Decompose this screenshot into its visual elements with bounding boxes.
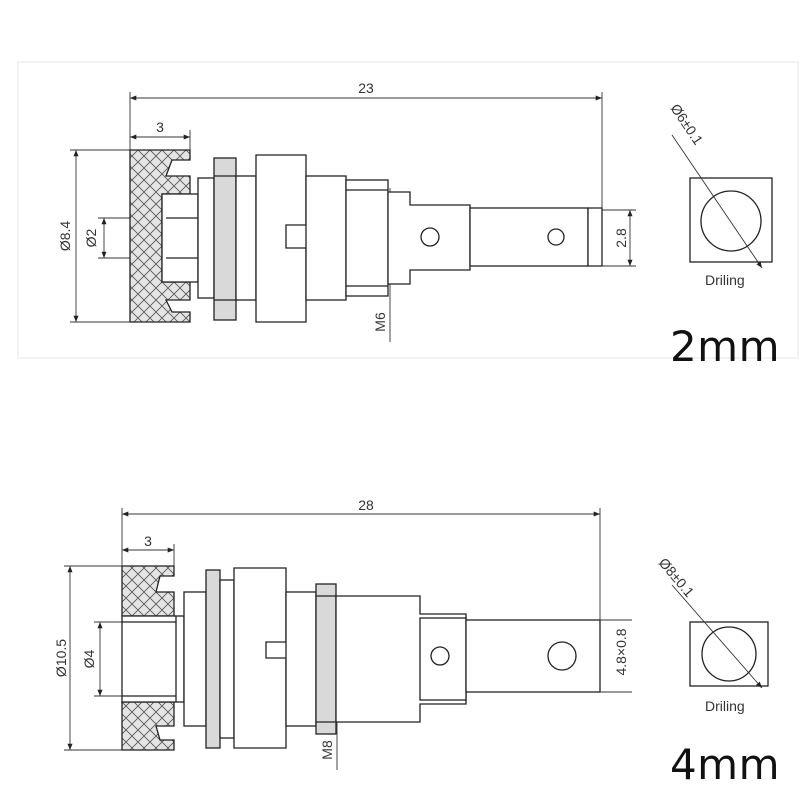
drilling-label: Driling: [705, 698, 745, 714]
solder-tab: [469, 207, 589, 267]
slotted-nut: [233, 567, 287, 749]
technical-drawing-2mm: 23 3 Ø8.4 Ø2: [17, 61, 799, 359]
drilling-label: Driling: [705, 272, 745, 288]
insulator-head: [121, 565, 185, 751]
bore-diameter-label: Ø2: [83, 228, 99, 247]
washer-disk-1: [205, 569, 221, 749]
panel-square: [689, 177, 773, 263]
threaded-section: [345, 179, 389, 297]
overall-length-label: 23: [358, 80, 374, 96]
tab-base: [419, 617, 467, 701]
tab-hole-1: [420, 227, 440, 247]
drill-diameter-leader: [671, 584, 763, 689]
drill-hole-circle: [701, 626, 757, 682]
drill-hole-circle: [700, 190, 762, 252]
drilling-view: Ø6±0.1 Driling: [668, 101, 773, 288]
overall-length-label: 28: [358, 497, 374, 513]
drawing-4mm: 28 3 Ø10.5 Ø4: [0, 400, 800, 800]
insulator-head: [129, 149, 199, 323]
thread-label: M6: [372, 312, 388, 332]
drilling-view: Ø8±0.1 Driling: [656, 555, 769, 714]
drawing-frame: [17, 61, 799, 359]
tab-hole-1: [430, 646, 450, 666]
tab-hole-2: [547, 641, 577, 671]
slotted-nut: [255, 154, 307, 323]
spacer: [235, 175, 257, 301]
head-width-label: 3: [156, 119, 164, 135]
drilling-diameter-label: Ø8±0.1: [656, 555, 698, 601]
thread-label: M8: [319, 740, 335, 760]
drawing-2mm: 23 3 Ø8.4 Ø2: [17, 61, 799, 371]
drilling-diameter-label: Ø6±0.1: [668, 101, 707, 148]
size-label-2mm: 2mm: [669, 322, 780, 371]
neck: [183, 591, 207, 727]
spacer: [219, 579, 235, 739]
bore-diameter-label: Ø4: [81, 649, 97, 668]
neck: [197, 177, 215, 299]
body-shaft: [285, 591, 317, 727]
threaded-section: [315, 583, 337, 735]
tab-width-label: 4.8×0.8: [613, 628, 629, 675]
technical-drawing-4mm: 28 3 Ø10.5 Ø4: [53, 497, 769, 770]
solder-tab: [465, 619, 601, 693]
body-shaft: [305, 175, 347, 301]
head-width-label: 3: [144, 533, 152, 549]
washer-disk-1: [213, 157, 237, 321]
solder-tab-base: [387, 191, 471, 285]
tab-hole-2: [547, 228, 565, 246]
tab-width-label: 2.8: [613, 228, 629, 248]
outer-diameter-label: Ø10.5: [53, 639, 69, 677]
size-label-4mm: 4mm: [669, 740, 780, 789]
drill-diameter-leader: [671, 134, 763, 269]
panel-square: [689, 621, 769, 687]
outer-diameter-label: Ø8.4: [57, 221, 73, 252]
